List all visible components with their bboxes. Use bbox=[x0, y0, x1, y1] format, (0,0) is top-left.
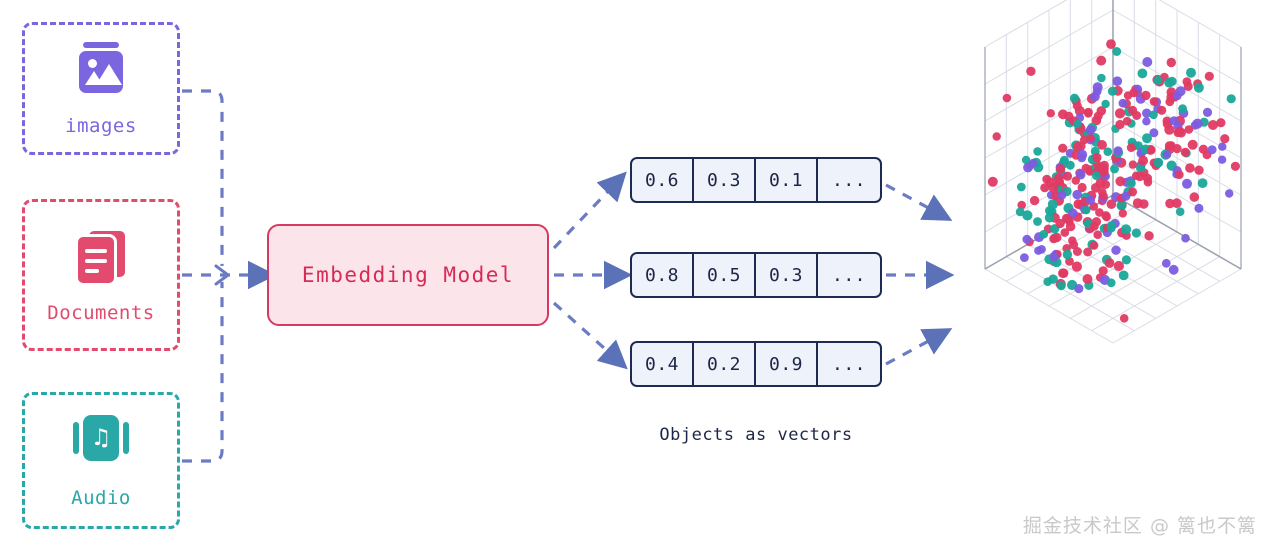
vector-cell-ellipsis: ... bbox=[831, 353, 866, 375]
watermark-text: 掘金技术社区 @ 篱也不篱 bbox=[1022, 515, 1257, 537]
vector-cell: 0.6 bbox=[632, 159, 694, 201]
vector-cell: 0.9 bbox=[756, 343, 818, 385]
vector-cell: 0.3 bbox=[694, 159, 756, 201]
connector-model-to-vector-0 bbox=[552, 171, 627, 250]
vector-row: 0.8 0.5 0.3 ... bbox=[630, 252, 882, 298]
vector-cell-ellipsis: ... bbox=[831, 169, 866, 191]
vector-cell: 0.5 bbox=[694, 254, 756, 296]
bus-chevron-icon bbox=[214, 264, 230, 286]
embedding-model-label: Embedding Model bbox=[301, 263, 515, 287]
source-card-documents[interactable]: Documents bbox=[22, 199, 180, 351]
connector-vector-0-to-space bbox=[885, 183, 953, 221]
source-label-documents: Documents bbox=[47, 301, 155, 324]
documents-icon bbox=[69, 227, 133, 289]
source-label-audio: Audio bbox=[71, 487, 131, 509]
music-note-icon: ♫ bbox=[69, 412, 133, 474]
vector-cell: 0.3 bbox=[756, 254, 818, 296]
embedding-model-box[interactable]: Embedding Model bbox=[267, 224, 549, 326]
source-label-images: images bbox=[65, 115, 137, 137]
source-card-audio[interactable]: ♫ Audio bbox=[22, 392, 180, 529]
source-card-images[interactable]: images bbox=[22, 22, 180, 155]
cube-points bbox=[987, 39, 1240, 323]
connector-model-to-vector-2 bbox=[552, 301, 628, 370]
connector-vector-2-to-space bbox=[885, 328, 953, 366]
vector-row: 0.4 0.2 0.9 ... bbox=[630, 341, 882, 387]
vector-cell: 0.2 bbox=[694, 343, 756, 385]
image-icon bbox=[69, 40, 133, 102]
vector-cell: 0.8 bbox=[632, 254, 694, 296]
connector-images-to-bus bbox=[182, 89, 224, 266]
connector-audio-to-bus bbox=[182, 282, 224, 463]
vector-cell-ellipsis: ... bbox=[831, 264, 866, 286]
vector-cell: 0.4 bbox=[632, 343, 694, 385]
vector-row: 0.6 0.3 0.1 ... bbox=[630, 157, 882, 203]
vectors-caption: Objects as vectors bbox=[659, 425, 853, 445]
vector-cell: 0.1 bbox=[756, 159, 818, 201]
